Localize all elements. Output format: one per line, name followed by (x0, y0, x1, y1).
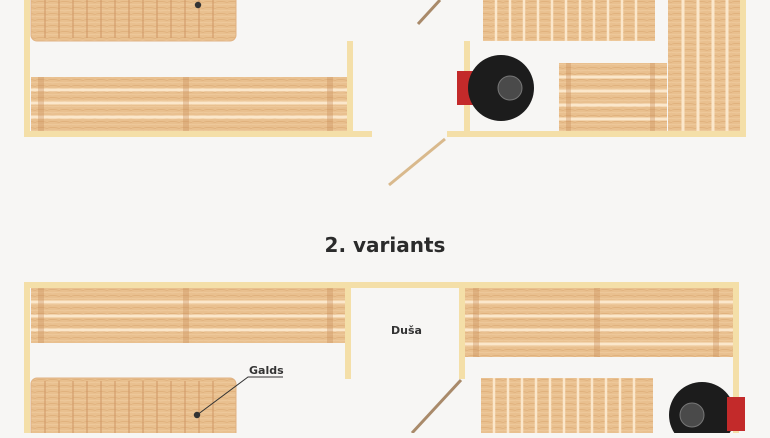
door (416, 0, 442, 26)
bench (483, 0, 655, 41)
wall (733, 282, 739, 433)
wall (24, 131, 372, 137)
wall (740, 0, 746, 134)
variant-1-plan (24, 0, 746, 187)
bench (465, 288, 733, 357)
door (410, 378, 463, 435)
label-pointer-dot (194, 1, 202, 9)
variant-2-title: 2. variants (324, 233, 446, 257)
bench (31, 77, 347, 131)
bench (559, 63, 667, 131)
shower-label: Duša (391, 324, 422, 337)
wall (447, 131, 746, 137)
stove (457, 55, 534, 121)
table-label: Galds (249, 364, 284, 377)
stove-door (727, 397, 745, 431)
wall (345, 282, 351, 379)
wall (459, 282, 465, 379)
wall (347, 41, 353, 135)
bench (31, 288, 345, 343)
wall (24, 0, 30, 134)
door (388, 137, 446, 187)
bench (481, 378, 653, 433)
table (30, 376, 283, 438)
wall (24, 282, 739, 288)
label-leader-line (196, 376, 283, 416)
wall (24, 282, 30, 433)
bench (668, 0, 740, 131)
table (30, 0, 237, 42)
variant-2-plan (24, 282, 745, 438)
stove (669, 382, 745, 438)
